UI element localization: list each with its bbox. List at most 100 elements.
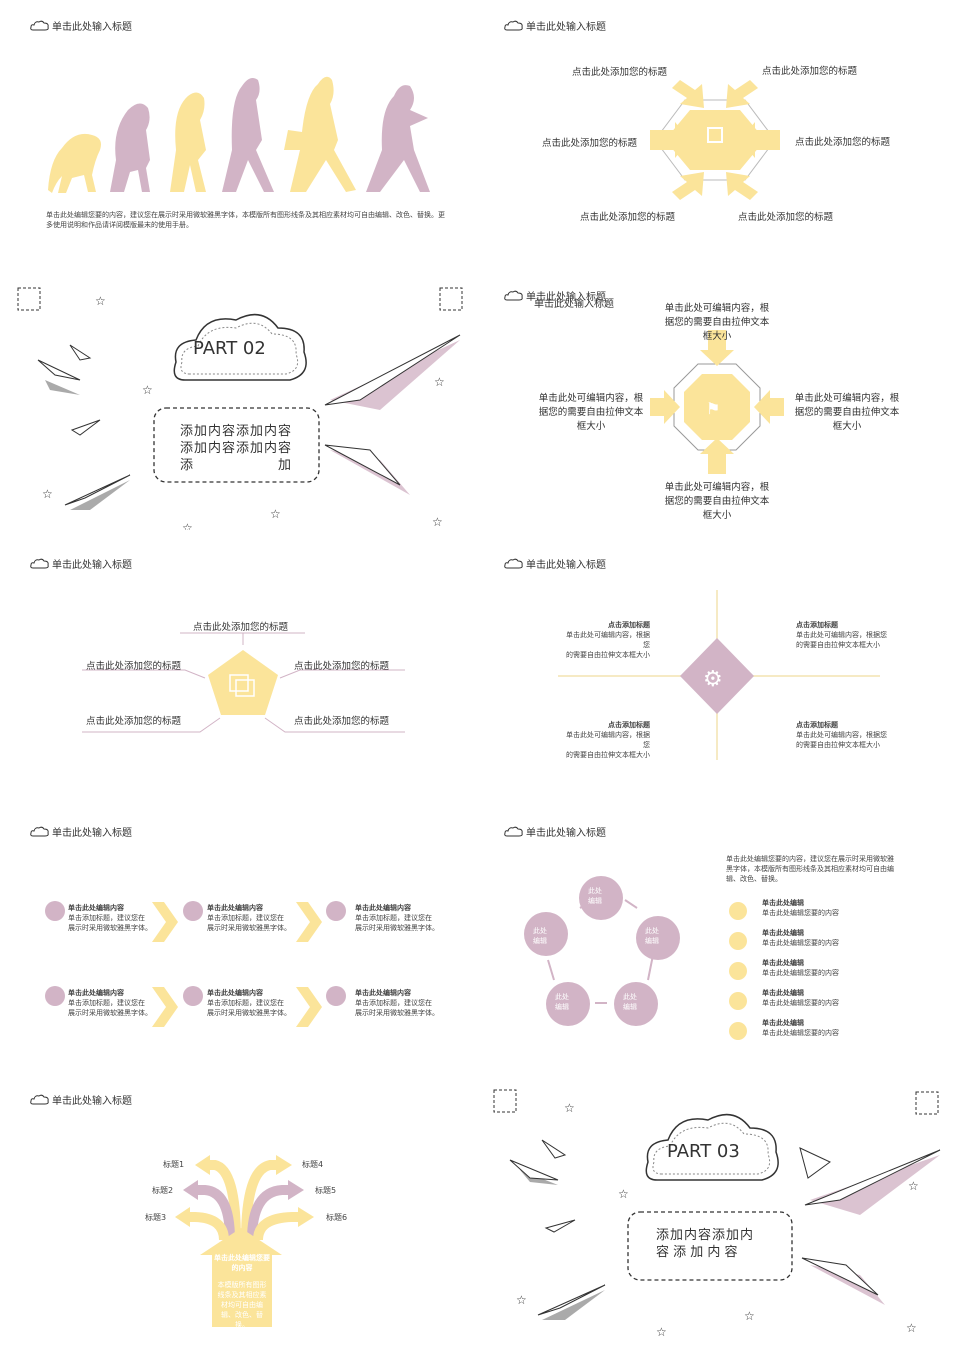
- item-bottom-right: 点击添加标题单击此处可编辑内容，根据您的需要自由拉伸文本框大小: [796, 721, 887, 749]
- cloud-icon: [30, 20, 49, 30]
- hexagon-diagram: [650, 80, 780, 200]
- process-shapes: [45, 901, 346, 1027]
- box-line-3a: 添: [180, 458, 194, 473]
- label-right-upper: 点击此处添加您的标题: [294, 661, 390, 672]
- label-bottom-right: 点击此处添加您的标题: [738, 212, 834, 223]
- label-bottom-left: 点击此处添加您的标题: [580, 212, 676, 223]
- cloud-icon: [504, 826, 523, 836]
- cycle-item-2: 单击此处编辑单击此处编辑您要的内容: [762, 929, 839, 947]
- slide-pentagon: 单击此处输入标题 点击此处添加您的标题 点击此处添加您的标题 点击此处添加您的标…: [0, 540, 470, 800]
- svg-text:☆: ☆: [142, 383, 153, 397]
- diamond-diagram: ⚙: [558, 590, 880, 760]
- svg-text:☆: ☆: [270, 507, 281, 521]
- item-bottom-left: 点击添加标题单击此处可编辑内容，根据您的需要自由拉伸文本框大小: [566, 721, 650, 759]
- evolution-figures: [48, 76, 430, 193]
- cycle-diagram: [524, 876, 747, 1040]
- label-left-lower: 点击此处添加您的标题: [86, 716, 182, 727]
- header-text: 单击此处输入标题: [52, 22, 132, 33]
- box-line-1: 添加内容添加内容: [180, 424, 293, 439]
- slide-header: 单击此处输入标题: [504, 18, 606, 33]
- text-block-left: 单击此处可编辑内容，根据您的需要自由拉伸文本框大小: [538, 393, 644, 432]
- svg-text:☆: ☆: [908, 1179, 919, 1193]
- box-line-3b: 加: [278, 458, 292, 473]
- label-title-3: 标题3: [145, 1213, 167, 1222]
- header-text: 单击此处输入标题: [526, 22, 606, 33]
- svg-text:☆: ☆: [516, 1293, 527, 1307]
- box-line-2: 添加内容添加内容: [180, 441, 293, 456]
- process-item-6: 单击此处编辑内容单击添加标题，建议您在展示时采用微软雅黑字体。: [355, 989, 439, 1017]
- slide-octagon: 单击此处输入标题 单击此处输入标题 ⚑ 单击此处可编辑内容，根据您的需要自由拉伸…: [480, 270, 950, 530]
- item-top-right: 点击添加标题单击此处可编辑内容，根据您的需要自由拉伸文本框大小: [796, 621, 887, 649]
- svg-text:☆: ☆: [42, 487, 53, 501]
- description-line-1: 单击此处编辑您要的内容，建议您在展示时采用微软雅黑字体，本模版所有图形线条及其相…: [46, 211, 445, 219]
- cloud-icon: [504, 558, 523, 568]
- branching-arrows: [175, 1155, 314, 1327]
- slide-process: 单击此处输入标题 单击此处编辑内容单击添加标题，建议您在展示时采用微软雅黑字体。…: [0, 810, 470, 1070]
- process-item-2: 单击此处编辑内容单击添加标题，建议您在展示时采用微软雅黑字体。: [207, 904, 291, 932]
- label-title-1: 标题1: [163, 1160, 185, 1169]
- octagon-diagram: ⚑: [650, 330, 784, 474]
- slide-header: 单击此处输入标题: [504, 556, 606, 571]
- svg-text:☆: ☆: [434, 375, 445, 389]
- label-right-lower: 点击此处添加您的标题: [294, 716, 390, 727]
- slide-part-02: ☆ ☆ ☆ ☆ ☆ ☆ ☆ PART 02 添加内容添加内容 添加内容添加内容 …: [0, 270, 470, 530]
- process-item-4: 单击此处编辑内容单击添加标题，建议您在展示时采用微软雅黑字体。: [68, 989, 152, 1017]
- svg-text:☆: ☆: [95, 294, 106, 308]
- header-text: 单击此处输入标题: [526, 560, 606, 571]
- circle-left: 此处编辑: [533, 927, 547, 945]
- cloud-icon: [30, 1094, 49, 1104]
- circle-bottom-right: 此处编辑: [623, 993, 637, 1011]
- circle-top: 此处编辑: [588, 887, 602, 905]
- svg-text:☆: ☆: [618, 1187, 629, 1201]
- text-block-bottom: 单击此处可编辑内容，根据您的需要自由拉伸文本框大小: [664, 482, 770, 521]
- slide-header: 单击此处输入标题: [504, 824, 606, 839]
- header-text: 单击此处输入标题: [52, 1096, 132, 1107]
- slide-branching: 单击此处输入标题 标题1 标题2 标题3 标题4 标题5 标题6 单击此处编辑您…: [0, 1080, 470, 1340]
- svg-text:☆: ☆: [656, 1325, 667, 1339]
- process-item-3: 单击此处编辑内容单击添加标题，建议您在展示时采用微软雅黑字体。: [355, 904, 439, 932]
- process-item-1: 单击此处编辑内容单击添加标题，建议您在展示时采用微软雅黑字体。: [68, 904, 152, 932]
- item-top-left: 点击添加标题单击此处可编辑内容，根据您的需要自由拉伸文本框大小: [566, 621, 650, 659]
- circle-bottom-left: 此处编辑: [555, 993, 569, 1011]
- slide-diamond: 单击此处输入标题 ⚙ 点击添加标题单击此处可编辑内容，根据您的需要自由拉伸文本框…: [480, 540, 950, 800]
- header-text: 单击此处输入标题: [52, 828, 132, 839]
- svg-text:☆: ☆: [564, 1101, 575, 1115]
- cycle-item-1: 单击此处编辑单击此处编辑您要的内容: [762, 899, 839, 917]
- label-title-4: 标题4: [302, 1160, 324, 1169]
- header-duplicate: 单击此处输入标题: [534, 299, 614, 310]
- label-top-left: 点击此处添加您的标题: [572, 67, 668, 78]
- label-left-upper: 点击此处添加您的标题: [86, 661, 182, 672]
- cloud-icon: [504, 20, 523, 30]
- slide-header: 单击此处输入标题: [30, 824, 132, 839]
- paper-plane-decor: ☆ ☆ ☆ ☆ ☆ ☆ ☆: [17, 287, 463, 530]
- description-line-2: 多使用说明和作品请详阅模版最末的使用手册。: [46, 221, 193, 229]
- slide-cycle: 单击此处输入标题 此处编辑 此处编辑 此处编辑 此处编辑 此处编辑 单击此处编辑…: [480, 810, 950, 1070]
- slide-header: 单击此处输入标题: [30, 18, 132, 33]
- circle-right: 此处编辑: [645, 927, 659, 945]
- label-left: 点击此处添加您的标题: [542, 138, 638, 149]
- slide-header: 单击此处输入标题: [504, 288, 606, 303]
- cloud-icon: [30, 558, 49, 568]
- label-title-6: 标题6: [326, 1213, 348, 1222]
- svg-text:⚙: ⚙: [703, 667, 723, 692]
- slide-hexagon: 单击此处输入标题 点击此处添加您的标题 点击此处添加您的标题 点击此处添加您的标…: [480, 0, 950, 260]
- label-title-2: 标题2: [152, 1186, 174, 1195]
- svg-text:☆: ☆: [182, 521, 193, 530]
- svg-text:☆: ☆: [432, 515, 443, 529]
- cycle-item-3: 单击此处编辑单击此处编辑您要的内容: [762, 959, 839, 977]
- header-text: 单击此处输入标题: [526, 828, 606, 839]
- slide-evolution: 单击此处输入标题 单击此处编辑您要的内容，建议您在展示时采用微软雅黑字体，本模版…: [0, 0, 470, 260]
- text-block-right: 单击此处可编辑内容，根据您的需要自由拉伸文本框大小: [794, 393, 900, 432]
- arrow-body: 本模版所有图形线条及其相应素材均可自由编辑、改色、替换。: [217, 1281, 267, 1329]
- header-text: 单击此处输入标题: [52, 560, 132, 571]
- paper-plane-decor: ☆ ☆ ☆ ☆ ☆ ☆ ☆: [493, 1089, 941, 1339]
- svg-text:☆: ☆: [744, 1309, 755, 1323]
- header-text: 单击此处输入标题: [526, 292, 606, 303]
- svg-text:☆: ☆: [906, 1321, 917, 1335]
- process-item-5: 单击此处编辑内容单击添加标题，建议您在展示时采用微软雅黑字体。: [207, 989, 291, 1017]
- box-line-1: 添加内容添加内: [656, 1228, 755, 1243]
- arrow-title: 单击此处编辑您要的内容: [214, 1254, 270, 1272]
- cycle-item-5: 单击此处编辑单击此处编辑您要的内容: [762, 1019, 839, 1037]
- label-top: 点击此处添加您的标题: [193, 622, 289, 633]
- text-block-top: 单击此处可编辑内容，根据您的需要自由拉伸文本框大小: [664, 303, 770, 342]
